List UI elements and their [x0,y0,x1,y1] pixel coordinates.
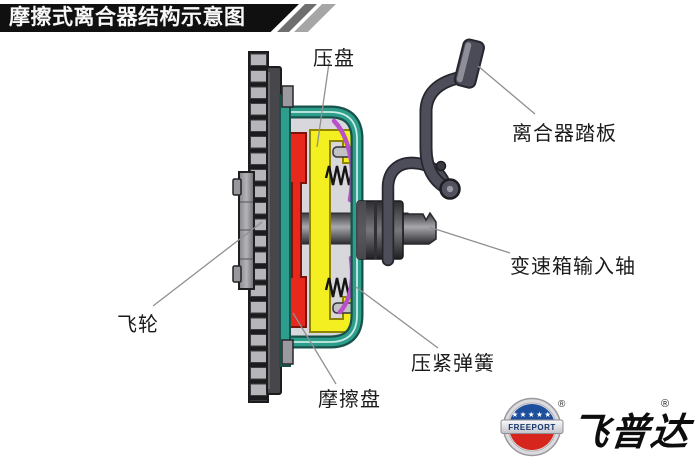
logo-badge: ★★★★★ FREEPORT ® [500,397,566,457]
badge-registered-icon: ® [558,399,566,410]
hub-bolt-bottom [232,265,242,283]
cover-flange [279,94,291,367]
title-banner: 摩擦式离合器结构示意图 [0,4,299,32]
brand-name: 飞普达 [568,412,693,454]
cover-tab-bottom [281,339,294,365]
friction-disc [286,132,307,328]
badge-text: FREEPORT [508,423,556,432]
label-pressure-plate: 压盘 [313,48,355,70]
leader-friction-disc [292,312,337,385]
label-compression-spring: 压紧弹簧 [411,353,495,375]
label-clutch-pedal: 离合器踏板 [512,123,617,145]
flywheel-assembly [232,51,282,403]
pedal-pad [453,38,485,89]
label-flywheel: 飞轮 [117,314,159,336]
hub-bolt-top [232,178,242,196]
leader-pressure-plate [316,62,330,148]
badge-red-field [509,433,555,450]
leader-flywheel [152,221,263,307]
badge-stars: ★★★★★ [511,410,552,419]
label-friction-disc: 摩擦盘 [318,389,381,411]
fork-joint-pin [435,160,447,172]
leader-input-shaft [428,226,511,254]
page-title: 摩擦式离合器结构示意图 [9,6,246,29]
pedal-arm [419,70,470,196]
leader-clutch-pedal [477,65,536,115]
badge-blue-field [509,404,555,421]
cover-tab-top [281,85,294,108]
input-shaft-tip [402,211,437,245]
leader-lines [152,62,536,385]
badge-banner [500,419,564,434]
leader-compression-spring [355,286,439,349]
brand-registered-icon: ® [661,398,670,410]
fork-pivot [439,178,461,200]
label-input-shaft: 变速箱输入轴 [510,256,636,278]
release-bearing [356,200,404,260]
